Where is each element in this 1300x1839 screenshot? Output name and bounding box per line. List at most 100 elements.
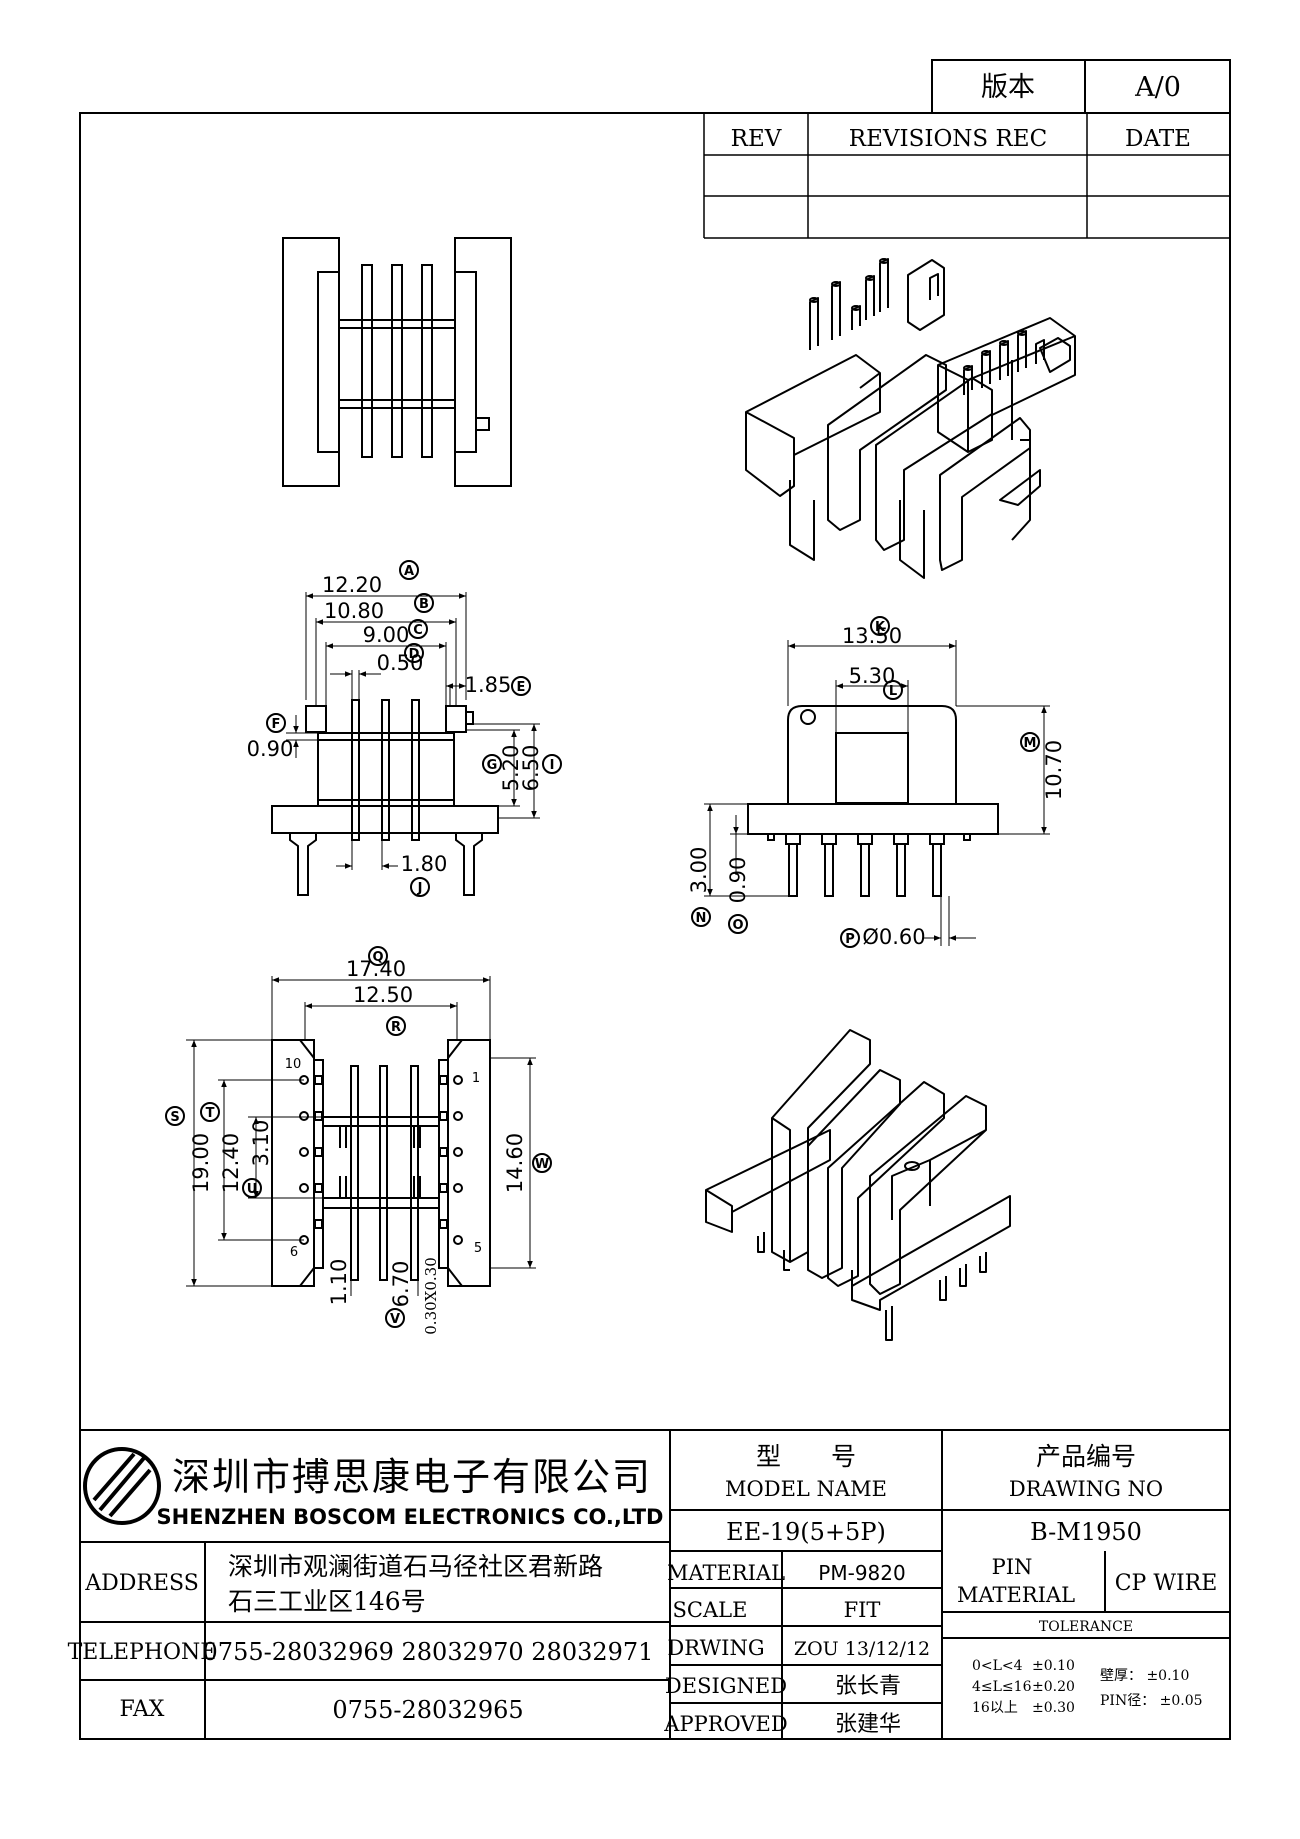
tolerance-range-1: 0<L<4	[972, 1658, 1023, 1674]
balloon-p: P	[845, 932, 855, 947]
balloon-d: D	[409, 647, 420, 662]
dim-w-value: 14.60	[503, 1133, 527, 1193]
front-view-dimensions	[286, 592, 540, 870]
company-name-cn: 深圳市搏思康电子有限公司	[172, 1455, 652, 1499]
top-view	[282, 237, 512, 487]
balloon-e: E	[517, 680, 526, 695]
pin-number-6: 6	[290, 1245, 298, 1260]
balloon-j: J	[417, 881, 423, 896]
drawing-no-label-en: DRAWING NO	[1009, 1477, 1163, 1501]
front-view	[271, 699, 499, 896]
balloon-g: G	[487, 758, 498, 773]
fax-value: 0755-28032965	[332, 1696, 523, 1724]
balloon-t: T	[206, 1106, 215, 1121]
scale-label: SCALE	[673, 1598, 748, 1622]
designed-value: 张长青	[835, 1674, 901, 1699]
dim-d-value: 0.50	[377, 651, 424, 675]
tolerance-value-2: ±0.20	[1032, 1679, 1075, 1695]
pin-number-1: 1	[472, 1071, 480, 1086]
dim-b-value: 10.80	[324, 599, 384, 623]
title-block	[80, 1429, 1230, 1739]
dim-s-value: 19.00	[189, 1133, 213, 1193]
dim-g-value: 5.20	[499, 745, 523, 792]
address-line-1: 深圳市观澜街道石马径社区君新路	[228, 1552, 603, 1581]
model-label-en: MODEL NAME	[725, 1477, 887, 1501]
version-value: A/0	[1134, 72, 1181, 103]
drawing-label: DRWING	[667, 1636, 764, 1660]
pin-material-label-1: PIN	[992, 1555, 1033, 1579]
dim-r-value: 12.50	[353, 983, 413, 1007]
drawing-border	[79, 112, 1231, 1740]
side-view-labels: 13.50 5.30 10.70 3.00 0.90 Ø0.60	[687, 624, 1066, 949]
dim-j-value: 1.80	[401, 852, 448, 876]
tolerance-label: TOLERANCE	[1039, 1619, 1133, 1635]
balloon-i: I	[550, 758, 555, 773]
company-logo-icon	[83, 1447, 161, 1525]
pin-number-10: 10	[285, 1057, 302, 1072]
balloon-f: F	[272, 717, 281, 732]
drawing-no-value: B-M1950	[1030, 1518, 1142, 1546]
address-label: ADDRESS	[84, 1571, 199, 1596]
tolerance-range-2: 4≤L≤16	[972, 1679, 1032, 1695]
fax-label: FAX	[120, 1697, 165, 1722]
tolerance-value-3: ±0.30	[1032, 1700, 1075, 1716]
drawing-value: ZOU 13/12/12	[794, 1638, 930, 1660]
designed-label: DESIGNED	[665, 1674, 787, 1698]
model-value: EE-19(5+5P)	[726, 1518, 886, 1546]
balloon-s: S	[170, 1110, 179, 1125]
tolerance-wall: 壁厚： ±0.10	[1100, 1668, 1189, 1684]
pin-material-value: CP WIRE	[1115, 1571, 1218, 1596]
balloon-m: M	[1024, 736, 1037, 751]
balloon-n: N	[696, 911, 707, 926]
isometric-view-top	[745, 258, 1076, 579]
dim-i-value: 6.50	[519, 745, 543, 792]
dim-q-value: 17.40	[346, 957, 406, 981]
dim-x-value: 1.10	[327, 1259, 351, 1306]
dim-p-value: Ø0.60	[862, 925, 925, 949]
balloon-r: R	[391, 1020, 401, 1035]
dim-c-value: 9.00	[363, 623, 410, 647]
dim-a-value: 12.20	[322, 573, 382, 597]
material-label: MATERIAL	[667, 1561, 785, 1585]
bottom-view-labels: 17.40 12.50 19.00 12.40 3.10 14.60 6.70 …	[189, 957, 527, 1335]
dim-u-value: 3.10	[249, 1120, 273, 1167]
version-label: 版本	[981, 72, 1035, 103]
tolerance-value-1: ±0.10	[1032, 1658, 1075, 1674]
tolerance-pin-dia: PIN径： ±0.05	[1100, 1693, 1203, 1709]
front-view-balloons: A B C D E F G I J	[266, 560, 562, 897]
balloon-a: A	[404, 564, 414, 579]
bottom-view-balloons: Q R S T U W V	[165, 946, 552, 1328]
scale-value: FIT	[844, 1598, 881, 1622]
dim-m-value: 10.70	[1042, 740, 1066, 800]
balloon-w: W	[535, 1157, 549, 1172]
version-box	[931, 59, 1231, 114]
side-view-balloons: K L M N O P	[691, 616, 1040, 948]
balloon-c: C	[413, 623, 423, 638]
rev-header: REV	[731, 126, 782, 152]
side-view	[747, 705, 999, 897]
pin-number-5: 5	[474, 1241, 482, 1256]
balloon-u: U	[247, 1182, 258, 1197]
bottom-view	[271, 1039, 491, 1287]
side-view-dimensions	[704, 640, 1050, 946]
tolerance-range-3: 16以上	[972, 1700, 1018, 1716]
telephone-value: 0755-28032969 28032970 28032971	[203, 1638, 654, 1666]
telephone-label: TELEPHONE	[68, 1640, 217, 1665]
approved-label: APPROVED	[663, 1712, 787, 1736]
approved-value: 张建华	[835, 1712, 901, 1737]
dim-o-value: 0.90	[726, 857, 750, 904]
dim-t-value: 12.40	[219, 1133, 243, 1193]
dim-n-value: 3.00	[687, 847, 711, 894]
front-view-labels: 12.20 10.80 9.00 0.50 1.85 0.90 5.20 6.5…	[247, 573, 543, 876]
model-label-cn: 型 号	[756, 1442, 856, 1471]
dim-f-value: 0.90	[247, 737, 294, 761]
pin-material-label-2: MATERIAL	[957, 1583, 1075, 1607]
date-header: DATE	[1125, 126, 1191, 152]
revisions-rec-header: REVISIONS REC	[849, 126, 1047, 152]
dim-v-value: 6.70	[389, 1261, 413, 1308]
drawing-no-label-cn: 产品编号	[1036, 1442, 1136, 1471]
isometric-view-bottom	[705, 1029, 1011, 1341]
balloon-o: O	[732, 918, 743, 933]
slot-note: 0.30X0.30	[422, 1257, 440, 1334]
material-value: PM-9820	[818, 1561, 905, 1585]
